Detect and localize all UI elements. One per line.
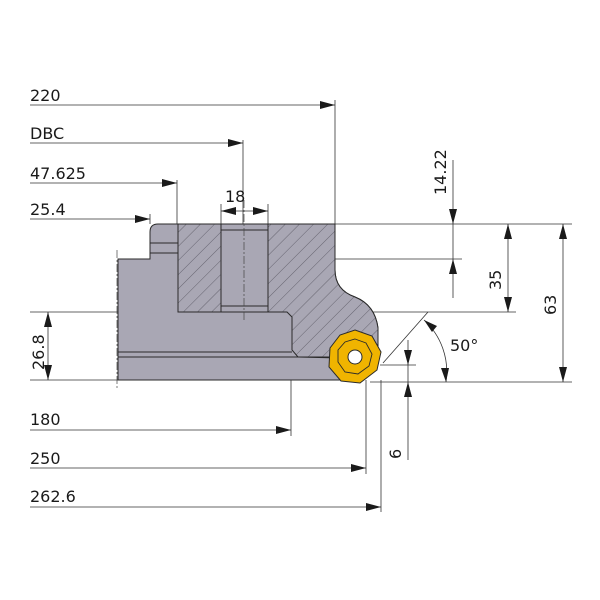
dim-47625-label: 47.625 xyxy=(30,164,86,183)
dim-dbc-label: DBC xyxy=(30,124,64,143)
dim-2626-label: 262.6 xyxy=(30,487,76,506)
dim-250-label: 250 xyxy=(30,449,61,468)
dim-6-label: 6 xyxy=(386,449,405,459)
angle-50-label: 50° xyxy=(450,336,478,355)
dim-268-label: 26.8 xyxy=(29,334,48,370)
dim-18-label: 18 xyxy=(225,187,245,206)
arrowheads xyxy=(44,101,567,511)
dim-1422-label: 14.22 xyxy=(431,149,450,195)
dim-63-label: 63 xyxy=(541,295,560,315)
cutter-body xyxy=(116,200,379,390)
dim-180-label: 180 xyxy=(30,410,61,429)
dim-35-label: 35 xyxy=(486,270,505,290)
insert xyxy=(328,329,382,384)
dim-254-label: 25.4 xyxy=(30,200,66,219)
dim-220-label: 220 xyxy=(30,86,61,105)
